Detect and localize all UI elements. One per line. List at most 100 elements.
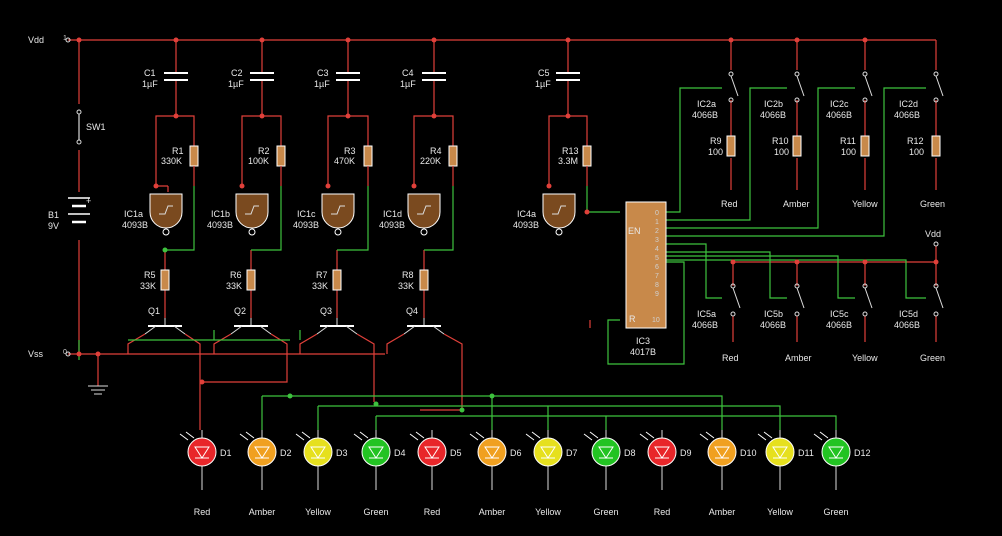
svg-text:4066B: 4066B: [826, 320, 852, 330]
resistor-r3: R3 470K: [334, 145, 373, 186]
svg-text:IC2a: IC2a: [697, 99, 716, 109]
svg-text:R: R: [629, 314, 636, 324]
svg-text:R10: R10: [772, 136, 789, 146]
led-color-label: Amber: [709, 507, 736, 517]
svg-text:33K: 33K: [226, 281, 242, 291]
resistor-r5: R5 33K: [140, 269, 170, 291]
svg-text:4093B: 4093B: [122, 220, 148, 230]
switch-ic2a: IC2a 4066B R9 100 Red: [692, 71, 739, 209]
gate-ic1b: IC1b 4093B: [207, 193, 269, 236]
svg-text:4: 4: [655, 246, 659, 253]
svg-text:R11: R11: [840, 136, 856, 146]
svg-text:Red: Red: [721, 199, 738, 209]
ground-symbol: [88, 385, 108, 395]
svg-text:IC1a: IC1a: [124, 209, 143, 219]
led-label: D11: [798, 448, 814, 458]
svg-text:100: 100: [841, 147, 856, 157]
svg-text:R7: R7: [316, 270, 328, 280]
resistor-r8: R8 33K: [398, 269, 429, 291]
gate-ic1c: IC1c 4093B: [293, 193, 355, 236]
svg-text:7: 7: [655, 273, 659, 280]
svg-text:C4: C4: [402, 68, 414, 78]
svg-text:EN: EN: [628, 226, 641, 236]
svg-text:4066B: 4066B: [760, 320, 786, 330]
led-label: D9: [680, 448, 692, 458]
svg-text:Green: Green: [920, 199, 945, 209]
svg-text:R13: R13: [562, 146, 579, 156]
resistor-r7: R7 33K: [312, 269, 342, 291]
counter-ic3: EN R 0 1 2 3 4 5 6 7 8 9 10 IC3 4017B: [625, 201, 667, 357]
resistor-r2: R2 100K: [248, 145, 286, 186]
svg-text:Amber: Amber: [785, 353, 812, 363]
gate-ic1a: IC1a 4093B: [122, 193, 183, 236]
switch-ic5a: IC5a 4066B Red: [692, 283, 741, 363]
svg-text:1µF: 1µF: [535, 79, 551, 89]
led-color-label: Red: [654, 507, 671, 517]
led-label: D10: [740, 448, 757, 458]
resistor-r13: R13 3.3M: [558, 145, 592, 186]
b1-value: 9V: [48, 221, 59, 231]
vss-label: Vss: [28, 349, 44, 359]
svg-text:IC5c: IC5c: [830, 309, 849, 319]
svg-text:4066B: 4066B: [894, 320, 920, 330]
led-color-label: Green: [593, 507, 618, 517]
svg-text:IC2b: IC2b: [764, 99, 783, 109]
svg-text:Yellow: Yellow: [852, 353, 878, 363]
svg-text:R2: R2: [258, 146, 270, 156]
led-label: D4: [394, 448, 406, 458]
svg-text:8: 8: [655, 282, 659, 289]
svg-text:33K: 33K: [312, 281, 328, 291]
svg-text:IC1d: IC1d: [383, 209, 402, 219]
switch-ic2d: IC2d 4066B R12 100 Green: [894, 71, 945, 209]
b1-label: B1: [48, 210, 59, 220]
signal-wires: [78, 87, 926, 430]
svg-text:C2: C2: [231, 68, 243, 78]
svg-text:Red: Red: [722, 353, 739, 363]
led-color-label: Yellow: [535, 507, 561, 517]
sw1-label: SW1: [86, 122, 106, 132]
svg-text:5: 5: [655, 255, 659, 262]
led-color-label: Yellow: [767, 507, 793, 517]
svg-text:C3: C3: [317, 68, 329, 78]
svg-text:470K: 470K: [334, 156, 355, 166]
svg-text:4066B: 4066B: [826, 110, 852, 120]
svg-text:IC2c: IC2c: [830, 99, 849, 109]
transistor-q2: Q2: [230, 306, 272, 335]
svg-text:1: 1: [655, 219, 659, 226]
switch-ic5b: IC5b 4066B Amber: [760, 283, 812, 363]
svg-text:6: 6: [655, 264, 659, 271]
led-color-label: Red: [424, 507, 441, 517]
resistor-r6: R6 33K: [226, 269, 256, 291]
led-color-label: Green: [363, 507, 388, 517]
vdd-label-right: Vdd: [925, 229, 941, 239]
svg-text:4066B: 4066B: [692, 320, 718, 330]
switch-ic2c: IC2c 4066B R11 100 Yellow: [826, 71, 878, 209]
svg-text:100K: 100K: [248, 156, 269, 166]
led-label: D12: [854, 448, 871, 458]
transistor-q3: Q3: [316, 306, 358, 335]
resistor-r4: R4 220K: [420, 145, 458, 186]
led-label: D7: [566, 448, 578, 458]
led-label: D8: [624, 448, 636, 458]
svg-text:100: 100: [708, 147, 723, 157]
svg-text:R9: R9: [710, 136, 722, 146]
capacitor-c1: C1 1µF: [142, 68, 188, 89]
svg-text:Q2: Q2: [234, 306, 246, 316]
svg-text:10: 10: [652, 317, 660, 324]
gate-ic4a: IC4a 4093B: [513, 193, 576, 236]
svg-text:R5: R5: [144, 270, 156, 280]
led-label: D2: [280, 448, 292, 458]
svg-text:1µF: 1µF: [314, 79, 330, 89]
capacitor-c4: C4 1µF: [400, 68, 446, 89]
resistor-r1: R1 330K: [161, 145, 199, 186]
vss-pin: 0: [63, 349, 67, 356]
svg-text:R8: R8: [402, 270, 414, 280]
